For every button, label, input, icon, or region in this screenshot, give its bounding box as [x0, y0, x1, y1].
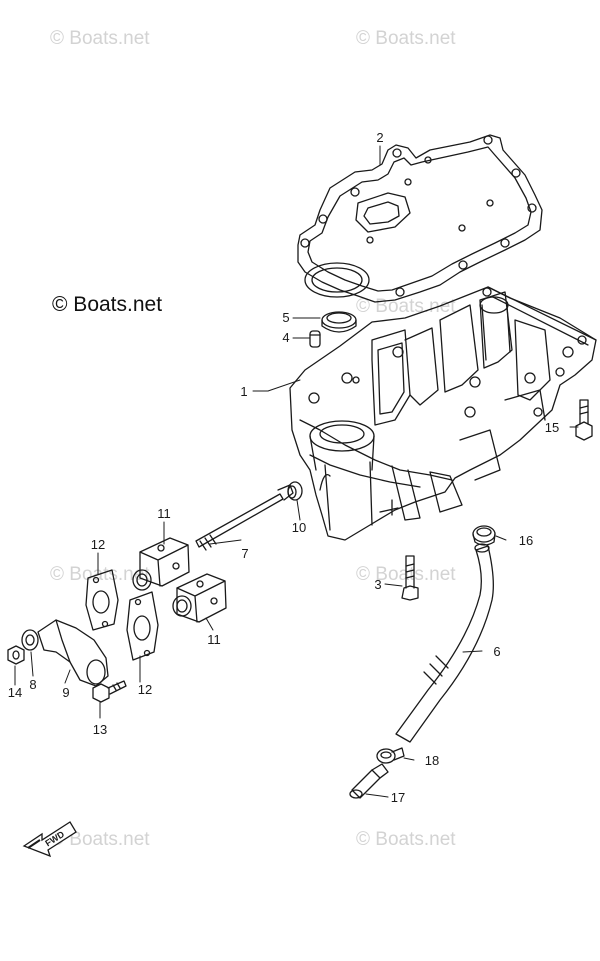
cover-part-11-lower	[172, 573, 227, 623]
bolt-part-13	[92, 680, 127, 703]
callout-5: 5	[282, 310, 289, 325]
callout-8: 8	[29, 677, 36, 692]
watermark-bottom-left: © Boats.net	[50, 829, 150, 850]
callout-17: 17	[391, 790, 405, 805]
callout-7: 7	[241, 546, 248, 561]
cover-part-9	[37, 619, 109, 687]
watermark-top-left: © Boats.net	[50, 28, 150, 49]
seal-part-10	[287, 481, 303, 501]
bolt-part-15	[575, 399, 593, 441]
callout-15: 15	[545, 420, 559, 435]
cover-part-11-upper	[132, 537, 190, 591]
callout-10: 10	[292, 520, 306, 535]
callout-numbers: 2 5 4 1 15 10 7 11 12 11 16 3 6 12 13 9 …	[8, 130, 559, 805]
hose-part-6	[395, 543, 494, 743]
callout-4: 4	[282, 330, 289, 345]
clip-part-18	[376, 747, 405, 764]
callout-9: 9	[62, 685, 69, 700]
callout-16: 16	[519, 533, 533, 548]
clamp-part-16	[472, 525, 496, 546]
gasket-part-2	[297, 134, 543, 303]
fitting-part-17	[349, 763, 389, 799]
callout-3: 3	[374, 577, 381, 592]
bolt-part-3	[401, 555, 419, 601]
callout-1: 1	[240, 384, 247, 399]
bolt-part-7	[195, 484, 294, 551]
credit-text: © Boats.net	[52, 293, 163, 316]
callout-11-upper: 11	[157, 506, 171, 521]
callout-13: 13	[93, 722, 107, 737]
gasket-part-12-upper	[85, 569, 119, 631]
watermark-bottom-right: © Boats.net	[356, 829, 456, 850]
oil-pan-part-1	[289, 286, 597, 541]
callout-18: 18	[425, 753, 439, 768]
nut-part-14	[7, 645, 25, 665]
callout-11-lower: 11	[207, 632, 221, 647]
fwd-arrow: FWD	[22, 821, 77, 858]
leader-lines	[14, 145, 579, 798]
callout-2: 2	[376, 130, 383, 145]
watermark-top-right: © Boats.net	[356, 28, 456, 49]
callout-14: 14	[8, 685, 22, 700]
callout-6: 6	[493, 644, 500, 659]
callout-12-upper: 12	[91, 537, 105, 552]
pin-part-4	[309, 330, 321, 348]
gasket-part-12-lower	[126, 591, 159, 661]
seal-part-5	[321, 311, 357, 333]
callout-12-lower: 12	[138, 682, 152, 697]
washer-part-8	[21, 629, 39, 651]
